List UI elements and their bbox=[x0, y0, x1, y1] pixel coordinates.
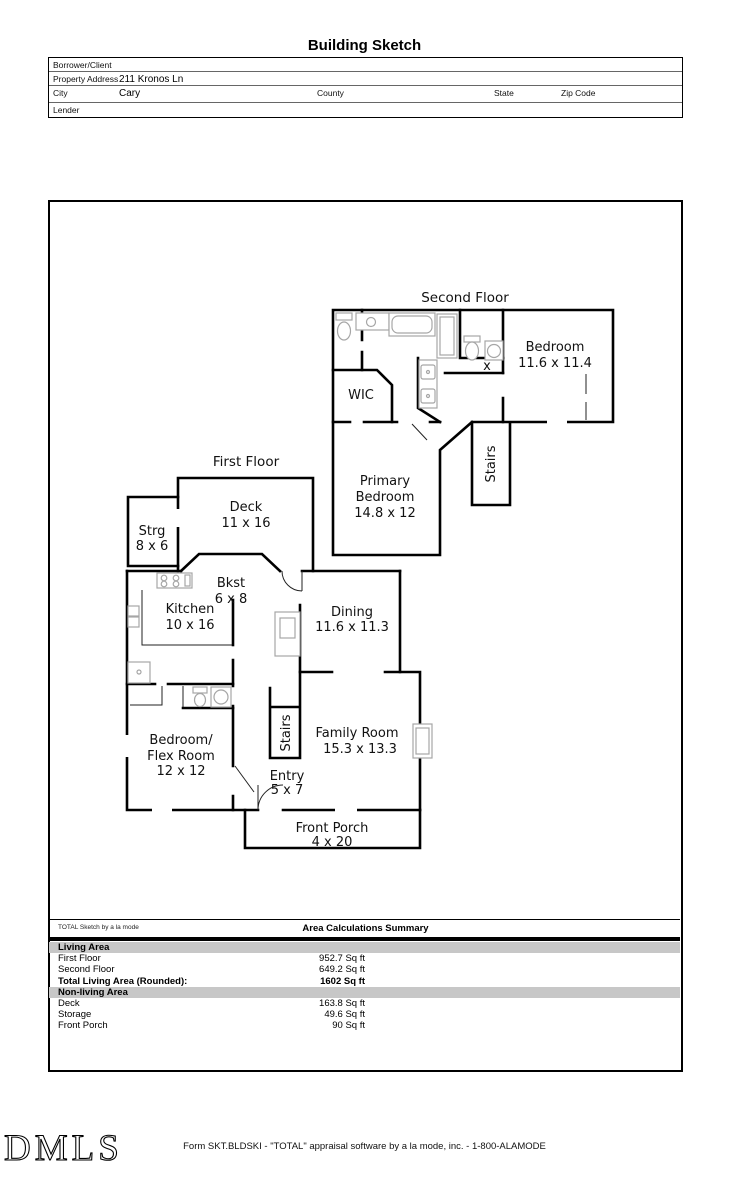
sink-counter-fixture bbox=[355, 312, 390, 331]
summary-attribution: TOTAL Sketch by a la mode bbox=[58, 924, 139, 931]
first-floor-title: First Floor bbox=[213, 454, 280, 470]
row-value: 952.7 Sq ft bbox=[319, 953, 365, 964]
double-vanity-fixture bbox=[418, 359, 438, 409]
room-label-porch: Front Porch bbox=[296, 821, 369, 836]
room-label-strg: Strg bbox=[139, 524, 166, 539]
lender-label: Lender bbox=[53, 105, 80, 115]
row-label: Second Floor bbox=[58, 964, 115, 976]
page-title: Building Sketch bbox=[307, 37, 422, 54]
table-row-total: 1602 Sq ft Total Living Area (Rounded): bbox=[49, 976, 680, 987]
row-value: 649.2 Sq ft bbox=[319, 964, 365, 976]
borrower-label: Borrower/Client bbox=[53, 60, 112, 70]
room-dims-bedroom-flex: 12 x 12 bbox=[156, 764, 205, 779]
room-dims-primary: 14.8 x 12 bbox=[354, 506, 415, 521]
floor-plan-sketch: Second Floor Bedroom 11.6 x 11.4 WIC x S… bbox=[125, 290, 615, 850]
city-value: Cary bbox=[119, 88, 141, 99]
row-value: 1602 Sq ft bbox=[320, 975, 365, 987]
room-label-entry: Entry bbox=[270, 769, 305, 784]
room-dims-entry: 5 x 7 bbox=[271, 783, 304, 798]
summary-top-rule bbox=[49, 919, 680, 920]
property-info-form: Borrower/Client Property Address 211 Kro… bbox=[48, 57, 683, 118]
row-label: Storage bbox=[58, 1009, 92, 1021]
form-row-borrower: Borrower/Client bbox=[49, 58, 682, 72]
row-label: Total Living Area (Rounded): bbox=[58, 975, 188, 987]
table-row: 90 Sq ft Front Porch bbox=[49, 1020, 680, 1031]
row-label: Front Porch bbox=[58, 1020, 108, 1032]
toilet-fixture bbox=[192, 686, 208, 708]
first-floor-labels: First Floor Deck 11 x 16 Strg 8 x 6 Bkst… bbox=[136, 454, 399, 850]
table-row: 649.2 Sq ft Second Floor bbox=[49, 964, 680, 975]
room-dims-bkst: 6 x 8 bbox=[215, 592, 248, 607]
first-floor-walls bbox=[125, 476, 422, 850]
room-label-dining: Dining bbox=[331, 605, 373, 620]
room-label-primary-1: Primary bbox=[360, 474, 411, 489]
nonliving-area-header: Non-living Area bbox=[49, 986, 680, 998]
toilet-fixture bbox=[463, 335, 481, 361]
room-label-stairs-first: Stairs bbox=[279, 714, 294, 751]
table-row: 952.7 Sq ft First Floor bbox=[49, 953, 680, 964]
table-row: 49.6 Sq ft Storage bbox=[49, 1009, 680, 1020]
room-label-primary-2: Bedroom bbox=[356, 490, 415, 505]
room-label-stairs-second: Stairs bbox=[484, 445, 499, 482]
sink-fixture bbox=[484, 340, 504, 361]
room-label-kitchen: Kitchen bbox=[166, 602, 215, 617]
form-id-line: Form SKT.BLDSKI - "TOTAL" appraisal soft… bbox=[183, 1141, 546, 1152]
builtin-cabinet-fixture bbox=[274, 611, 301, 657]
toilet-fixture bbox=[335, 312, 353, 341]
living-area-header: Living Area bbox=[49, 942, 680, 953]
room-dims-bedroom2: 11.6 x 11.4 bbox=[518, 356, 592, 371]
room-label-bedroom-flex-2: Flex Room bbox=[147, 749, 215, 764]
address-value: 211 Kronos Ln bbox=[119, 74, 184, 85]
sink-fixture bbox=[210, 686, 232, 708]
form-row-city: City Cary County State Zip Code bbox=[49, 86, 682, 103]
county-label: County bbox=[317, 88, 344, 98]
room-dims-dining: 11.6 x 11.3 bbox=[315, 620, 389, 635]
room-label-family: Family Room bbox=[316, 726, 399, 741]
second-floor-labels: Second Floor Bedroom 11.6 x 11.4 WIC x S… bbox=[348, 290, 592, 521]
second-floor-fixtures bbox=[335, 312, 504, 409]
sketch-border-box bbox=[48, 200, 683, 1072]
summary-table: Living Area 952.7 Sq ft First Floor 649.… bbox=[49, 942, 680, 1032]
table-row: 163.8 Sq ft Deck bbox=[49, 998, 680, 1009]
room-label-bkst: Bkst bbox=[217, 576, 245, 591]
refrigerator-fixture bbox=[127, 605, 140, 628]
room-label-bedroom2: Bedroom bbox=[526, 340, 585, 355]
room-dims-family: 15.3 x 13.3 bbox=[323, 742, 397, 757]
row-label: First Floor bbox=[58, 953, 101, 964]
room-dims-strg: 8 x 6 bbox=[136, 539, 169, 554]
closet-label: x bbox=[483, 359, 491, 374]
second-floor-title: Second Floor bbox=[421, 290, 509, 306]
form-row-lender: Lender bbox=[49, 103, 682, 117]
first-floor-fixtures bbox=[127, 572, 433, 759]
washer-fixture bbox=[127, 661, 151, 684]
room-label-deck: Deck bbox=[230, 500, 263, 515]
fireplace-fixture bbox=[412, 723, 433, 759]
form-row-address: Property Address 211 Kronos Ln bbox=[49, 72, 682, 86]
shower-fixture bbox=[436, 313, 458, 359]
summary-divider-bar bbox=[49, 937, 680, 941]
summary-title: Area Calculations Summary bbox=[302, 923, 429, 934]
row-value: 90 Sq ft bbox=[332, 1020, 365, 1032]
second-floor-walls bbox=[331, 308, 615, 557]
row-value: 163.8 Sq ft bbox=[319, 997, 365, 1009]
row-label: Deck bbox=[58, 997, 80, 1009]
alamode-logo: DMLS bbox=[3, 1128, 123, 1169]
address-label: Property Address bbox=[53, 74, 119, 84]
stove-fixture bbox=[156, 572, 193, 589]
state-label: State bbox=[494, 88, 514, 98]
room-label-wic: WIC bbox=[348, 388, 374, 403]
room-dims-porch: 4 x 20 bbox=[312, 835, 353, 850]
room-label-bedroom-flex-1: Bedroom/ bbox=[149, 733, 213, 748]
city-label: City bbox=[53, 88, 68, 98]
bathtub-fixture bbox=[388, 312, 436, 337]
row-value: 49.6 Sq ft bbox=[324, 1009, 365, 1021]
zip-label: Zip Code bbox=[561, 88, 596, 98]
room-dims-kitchen: 10 x 16 bbox=[165, 618, 214, 633]
room-dims-deck: 11 x 16 bbox=[221, 516, 270, 531]
